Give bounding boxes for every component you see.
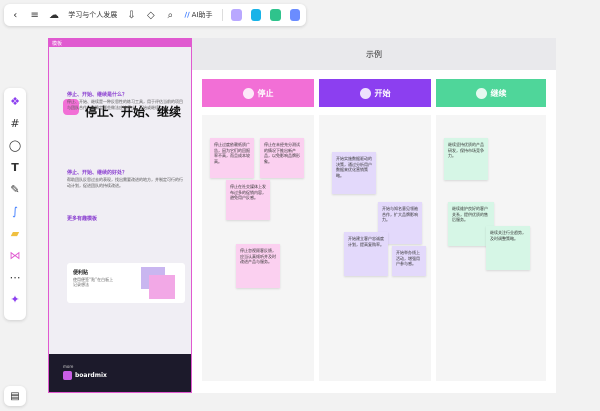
- table-app-icon[interactable]: [270, 9, 281, 21]
- sticky-note[interactable]: 停止忽视顾客反馈，应当认真倾听并及时改进产品与服务。: [236, 244, 280, 288]
- column-label: 开始: [374, 88, 391, 98]
- panel-title: 停止、开始、继续: [85, 105, 182, 119]
- template-tag: 模板: [49, 39, 191, 47]
- sticky-note[interactable]: 开始举办线上活动，增强用户参与感。: [392, 246, 426, 276]
- boardmix-logo-icon: [63, 371, 72, 380]
- pen-icon[interactable]: ✎: [10, 182, 20, 196]
- download-icon[interactable]: ⇩: [127, 9, 136, 21]
- stop-icon: [242, 87, 254, 99]
- panel-section-heading: 停止、开始、继续的好处？: [67, 170, 128, 176]
- plugin-icon[interactable]: ✦: [10, 292, 20, 306]
- sticky-note[interactable]: 开始实施数据驱动的决策，通过分析用户数据来优化营销策略。: [332, 152, 376, 194]
- panel-footer: more boardmix: [49, 354, 191, 392]
- sticky-note[interactable]: 停止过度依赖纸质广告，因为它们的回报率不高，而且成本较高。: [210, 138, 254, 178]
- layers-panel-button[interactable]: ▤: [4, 386, 26, 406]
- left-toolbar: ❖ # ◯ T ✎ ∫ ▰ ⋈ ⋯ ✦: [4, 88, 26, 320]
- boardmix-logo: boardmix: [63, 371, 107, 380]
- panel-section-heading: 停止、开始、继续是什么？: [67, 92, 128, 98]
- back-arrow-icon[interactable]: ‹: [13, 9, 18, 21]
- connector-icon[interactable]: ∫: [12, 204, 18, 218]
- board-title[interactable]: 学习与个人发展: [68, 11, 118, 19]
- frame-icon[interactable]: #: [10, 116, 20, 130]
- sticky-note[interactable]: 停止在社交媒体上发布过多的促销内容，避免用户反感。: [226, 180, 270, 220]
- search-icon[interactable]: ⌕: [167, 9, 174, 21]
- ai-assistant-label: AI助手: [191, 11, 213, 19]
- sticky-note-icon[interactable]: ▰: [10, 226, 20, 240]
- column-label: 停止: [257, 88, 274, 98]
- boardmix-brand: boardmix: [75, 372, 107, 379]
- more-tools-icon[interactable]: ⋯: [9, 270, 21, 284]
- column-header-start[interactable]: 开始: [319, 79, 431, 107]
- card-title: 便利贴: [73, 270, 89, 276]
- panel-paragraph: 帮助团队反思过去的表现，找出需要改进的地方，并制定可行的行动计划，促进团队的持续…: [67, 177, 183, 188]
- panel-paragraph: 停止、开始、继续是一种反思性的练习工具，用于评估当前的项目与团队合作，并确定哪些…: [67, 99, 183, 110]
- sticky-note[interactable]: 开始建立客户忠诚度计划，提高复购率。: [344, 232, 388, 276]
- sticky-note[interactable]: 继续关注行业趋势，及时调整策略。: [486, 226, 530, 270]
- stop-start-continue-icon: [63, 99, 79, 115]
- template-description-panel: 模板 停止、开始、继续 停止、开始、继续是什么？ 停止、开始、继续是一种反思性的…: [48, 38, 192, 393]
- sticky-note[interactable]: 继续坚持优质的产品研发，保持市场竞争力。: [444, 138, 488, 180]
- menu-icon[interactable]: ≡: [30, 9, 39, 21]
- text-icon[interactable]: T: [11, 160, 19, 174]
- ai-logo-icon: ∕∕: [184, 11, 190, 19]
- column-header-stop[interactable]: 停止: [202, 79, 314, 107]
- rocket-icon: [359, 87, 371, 99]
- mindmap-icon[interactable]: ⋈: [9, 248, 21, 262]
- board-header: 示例: [192, 38, 556, 70]
- more-apps-icon[interactable]: [289, 9, 301, 21]
- card-description: 使用便签“贴”在白板上记录想法: [73, 277, 114, 287]
- card-preview-sticky: [149, 275, 175, 299]
- column-header-continue[interactable]: 继续: [436, 79, 546, 107]
- image-app-icon[interactable]: [231, 9, 242, 21]
- template-icon[interactable]: ❖: [10, 94, 20, 108]
- sticky-note[interactable]: 停止在未经充分测试的情况下推出新产品，以免影响品牌形象。: [260, 138, 304, 178]
- example-board[interactable]: 示例 停止 开始 继续 停止过度依赖纸质广告，因为它们的回报率不高，而且成本较高…: [192, 38, 556, 393]
- toolbar-divider: [221, 9, 223, 21]
- footer-small-text: more: [63, 364, 74, 369]
- column-label: 继续: [490, 88, 507, 98]
- cloud-icon: ☁: [49, 9, 60, 21]
- presentation-app-icon[interactable]: [250, 9, 262, 21]
- layers-icon: ▤: [10, 390, 20, 402]
- shape-icon[interactable]: ◯: [8, 138, 22, 152]
- sticky-note-template-card[interactable]: 便利贴 使用便签“贴”在白板上记录想法: [67, 263, 185, 303]
- ai-assistant-button[interactable]: ∕∕ AI助手: [185, 10, 213, 20]
- tag-icon[interactable]: ◇: [147, 9, 155, 21]
- continue-icon: [475, 87, 487, 99]
- top-toolbar: ‹ ≡ ☁ 学习与个人发展 ⇩ ◇ ⌕ ∕∕ AI助手: [4, 4, 306, 26]
- panel-section-heading: 更多有趣模板: [67, 216, 98, 222]
